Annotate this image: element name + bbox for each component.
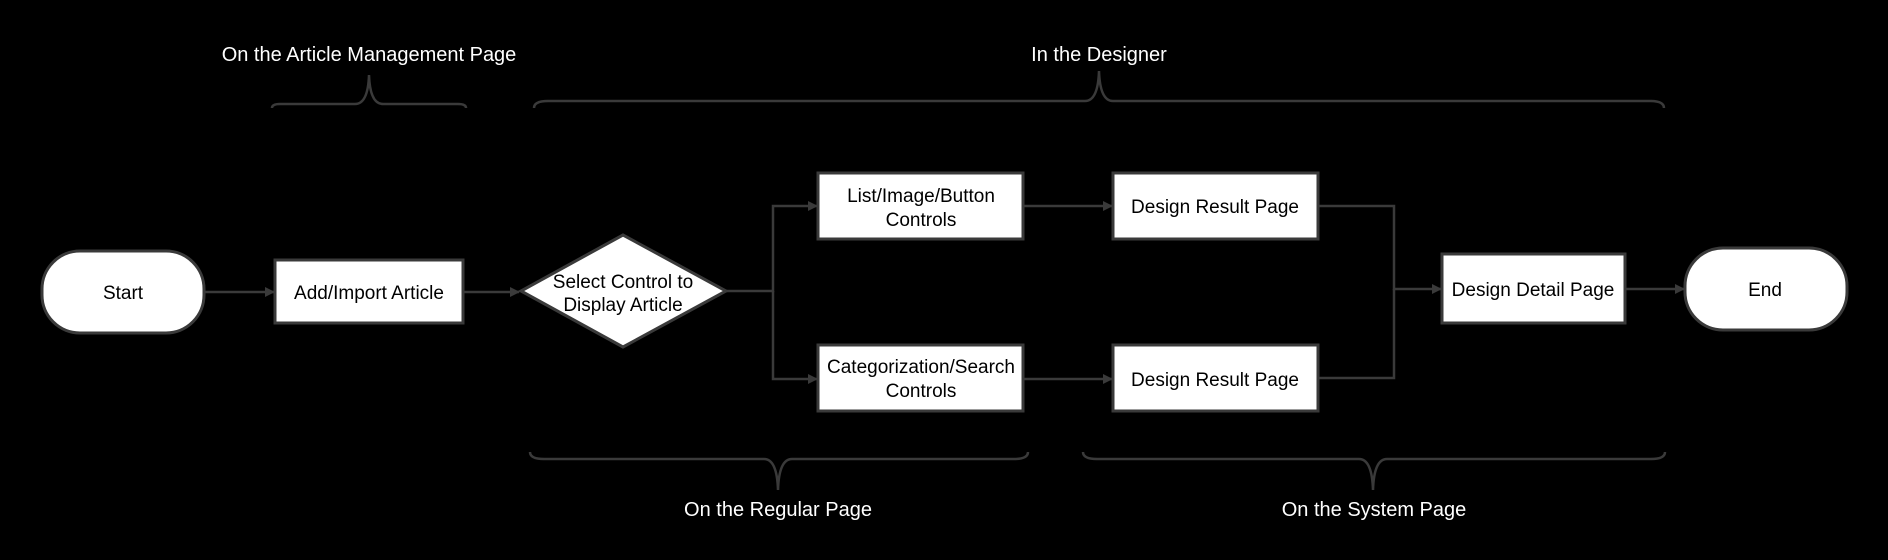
svg-text:Categorization/Search: Categorization/Search <box>827 357 1015 378</box>
edge-select-to-category <box>771 291 818 384</box>
node-end: End <box>1683 246 1849 332</box>
svg-text:Controls: Controls <box>886 381 957 402</box>
edge-result-bottom-to-detail <box>1318 289 1396 380</box>
svg-text:Select Control to: Select Control to <box>553 272 693 293</box>
svg-text:End: End <box>1748 280 1782 301</box>
node-design-result-page-bottom: Design Result Page <box>1111 343 1320 413</box>
svg-text:Design Result Page: Design Result Page <box>1131 370 1299 391</box>
brace-regular-page <box>528 451 1030 491</box>
brace-article-management <box>270 74 468 109</box>
svg-text:Design Result Page: Design Result Page <box>1131 197 1299 218</box>
group-label-regular-page: On the Regular Page <box>684 499 872 521</box>
edge-select-to-list <box>726 201 818 293</box>
node-start: Start <box>40 249 206 335</box>
svg-text:Start: Start <box>103 283 144 304</box>
node-add-import-article: Add/Import Article <box>273 258 465 325</box>
node-design-detail-page: Design Detail Page <box>1440 252 1627 325</box>
group-label-designer: In the Designer <box>1031 44 1167 66</box>
node-categorization-search-controls: Categorization/Search Controls <box>816 343 1025 413</box>
svg-text:Design Detail Page: Design Detail Page <box>1452 280 1615 301</box>
svg-text:Add/Import Article: Add/Import Article <box>294 283 444 304</box>
brace-system-page <box>1081 451 1667 491</box>
svg-text:List/Image/Button: List/Image/Button <box>847 186 995 207</box>
group-label-system-page: On the System Page <box>1282 499 1467 521</box>
group-label-article-management: On the Article Management Page <box>222 44 517 66</box>
node-select-control: Select Control to Display Article <box>517 233 730 349</box>
node-design-result-page-top: Design Result Page <box>1111 171 1320 241</box>
node-list-image-button-controls: List/Image/Button Controls <box>816 171 1025 241</box>
svg-text:Controls: Controls <box>886 210 957 231</box>
brace-designer <box>532 70 1666 109</box>
edge-result-top-to-detail <box>1318 204 1442 294</box>
svg-text:Display Article: Display Article <box>563 295 682 316</box>
